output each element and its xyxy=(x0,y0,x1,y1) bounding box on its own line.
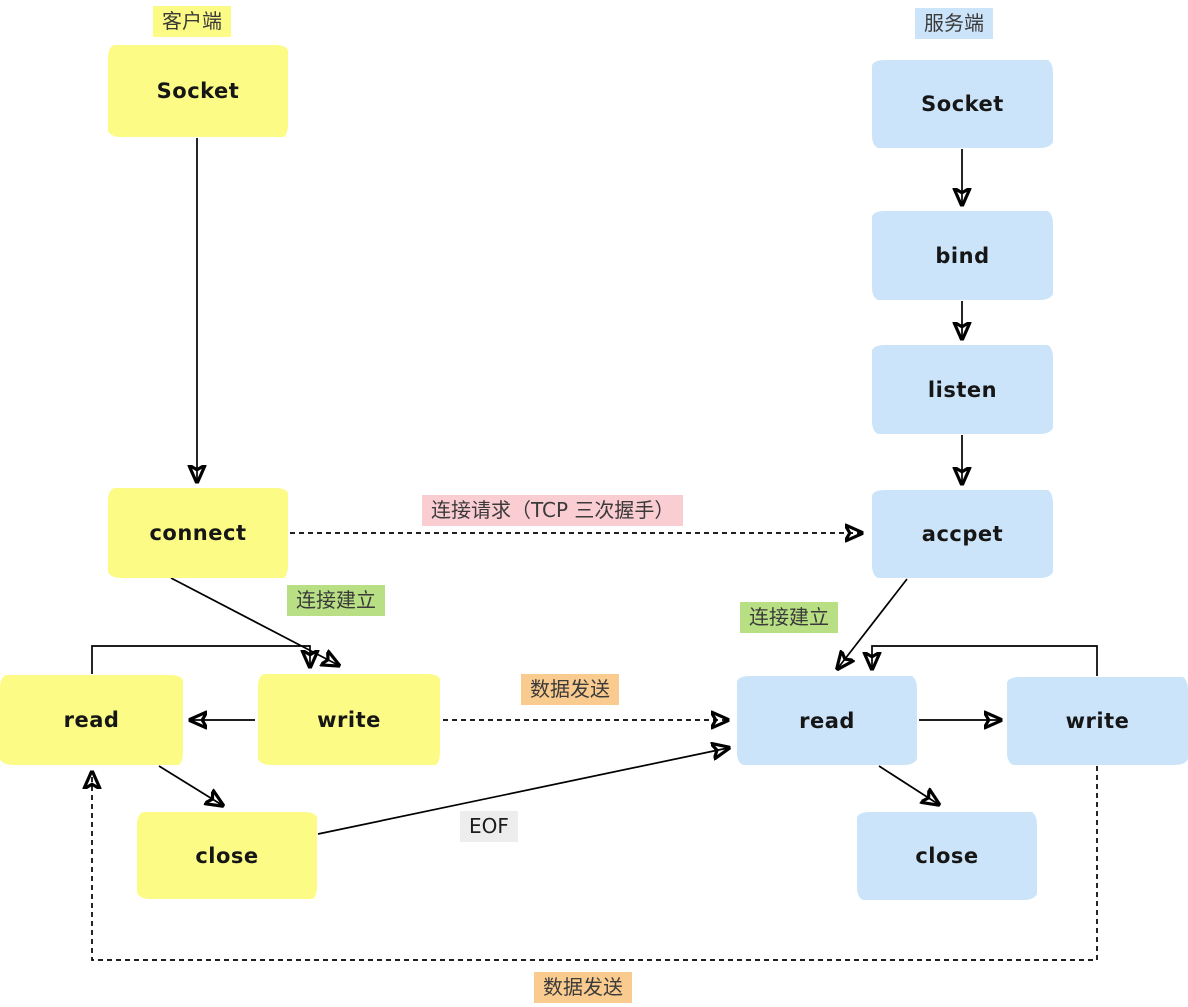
connector-client-read-to-close xyxy=(158,765,222,805)
server-header: 服务端 xyxy=(915,8,993,39)
node-server-listen: listen xyxy=(872,345,1053,434)
node-server-close: close xyxy=(857,812,1037,900)
connector-client-read-loop-to-write xyxy=(91,645,310,674)
node-server-write: write xyxy=(1007,677,1188,765)
connector-accpet-to-server-read xyxy=(838,578,908,668)
label-eof: EOF xyxy=(460,811,518,842)
node-server-bind: bind xyxy=(872,211,1053,300)
node-client-write: write xyxy=(258,674,440,765)
node-server-socket: Socket xyxy=(872,60,1053,148)
connector-server-write-loop-to-read xyxy=(872,645,1098,676)
node-client-close: close xyxy=(137,812,317,899)
label-connection-established-left: 连接建立 xyxy=(287,585,385,616)
node-client-connect: connect xyxy=(108,488,288,578)
node-server-accpet: accpet xyxy=(872,490,1053,578)
label-tcp-handshake: 连接请求（TCP 三次握手） xyxy=(422,495,684,526)
connector-server-read-to-close xyxy=(878,765,938,804)
label-data-send-mid: 数据发送 xyxy=(521,674,619,705)
node-server-read: read xyxy=(737,676,917,765)
label-data-send-bottom: 数据发送 xyxy=(534,972,632,1003)
node-client-read: read xyxy=(0,675,183,765)
node-client-socket: Socket xyxy=(108,45,288,137)
client-header: 客户端 xyxy=(153,6,231,37)
label-connection-established-right: 连接建立 xyxy=(740,602,838,633)
